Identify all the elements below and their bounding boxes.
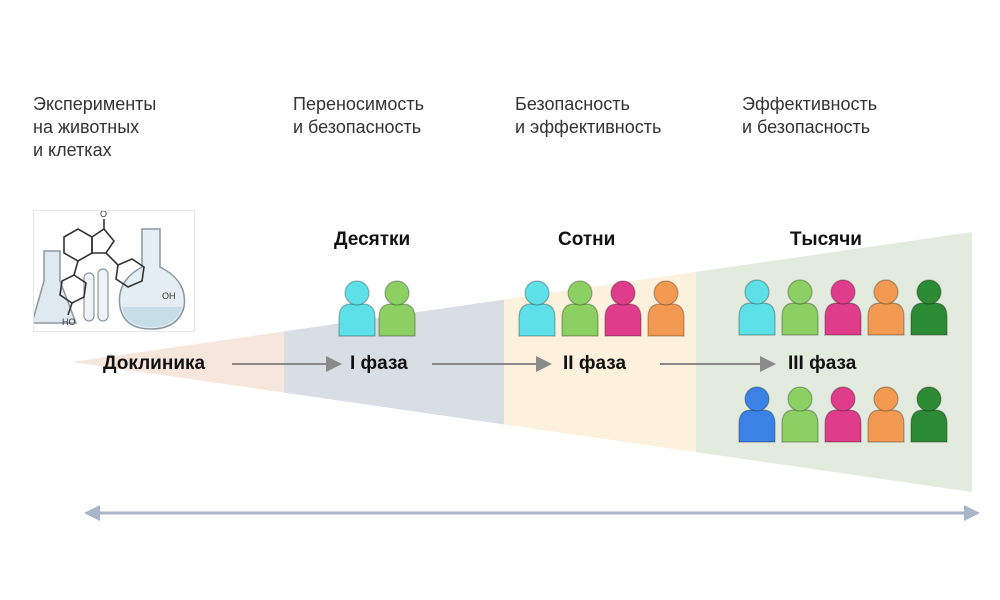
person-icon: [824, 279, 862, 336]
stage-description-preclinical: Эксперименты на животных и клетках: [33, 94, 157, 160]
stage-description-phase1: Переносимость и безопасность: [293, 94, 424, 137]
svg-text:O: O: [100, 211, 107, 219]
person-icon: [561, 280, 599, 337]
person-icon: [738, 279, 776, 336]
phase-label-phase1: I фаза: [350, 353, 408, 374]
count-label-phase2: Сотни: [558, 229, 616, 250]
count-label-phase1: Десятки: [334, 229, 411, 250]
stage-description-phase3: Эффективность и безопасность: [742, 94, 878, 137]
person-icon: [378, 280, 416, 337]
person-icon: [604, 280, 642, 337]
person-icon: [338, 280, 376, 337]
person-icon: [910, 279, 948, 336]
person-icon: [781, 279, 819, 336]
person-icon: [518, 280, 556, 337]
people-group-phase2: [518, 280, 685, 337]
person-icon: [824, 386, 862, 443]
person-icon: [910, 386, 948, 443]
svg-text:HO: HO: [62, 317, 76, 327]
people-group-phase1: [338, 280, 416, 337]
phase-label-phase2: II фаза: [563, 353, 627, 374]
stage-description-phase2: Безопасность и эффективность: [515, 94, 662, 137]
phase-label-phase3: III фаза: [788, 353, 857, 374]
band-phase3: [696, 232, 972, 492]
phase-label-preclinical: Доклиника: [103, 353, 206, 374]
person-icon: [867, 279, 905, 336]
timeline-arrow: [84, 505, 980, 521]
person-icon: [867, 386, 905, 443]
laboratory-glassware-icon: O HO OH: [31, 209, 195, 332]
person-icon: [781, 386, 819, 443]
people-group-phase3: [738, 279, 948, 443]
person-icon: [647, 280, 685, 337]
person-icon: [738, 386, 776, 443]
svg-text:OH: OH: [162, 291, 176, 301]
count-label-phase3: Тысячи: [790, 229, 862, 250]
